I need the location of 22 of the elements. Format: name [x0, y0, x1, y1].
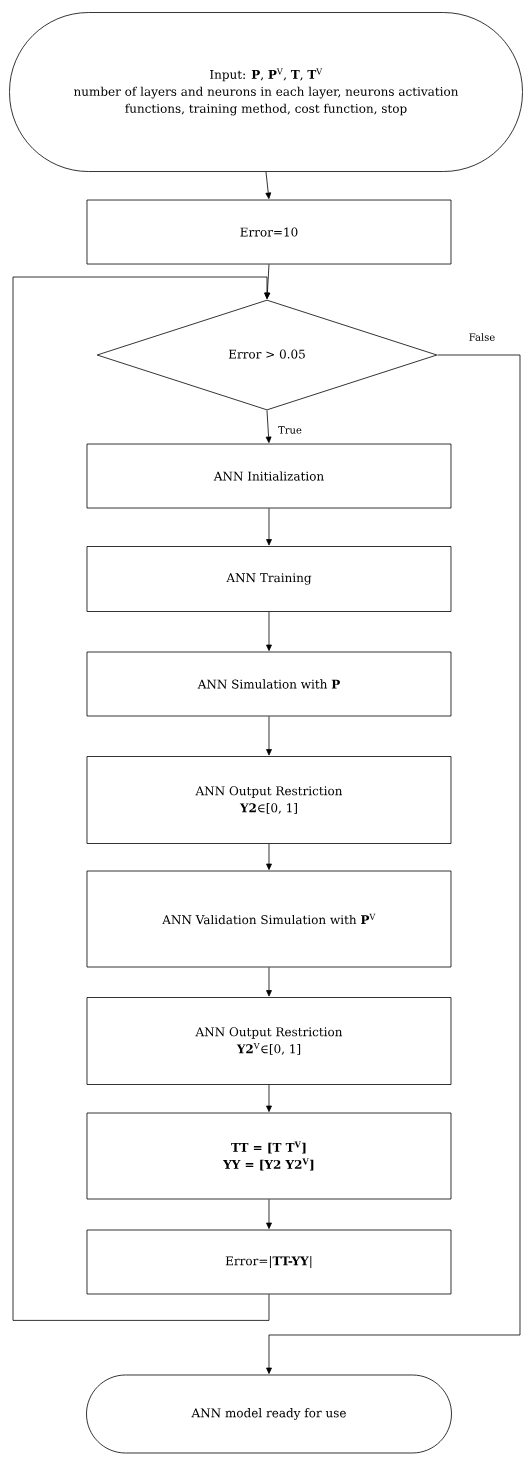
arrow [266, 1199, 272, 1229]
process-box: ANN Simulation with P [86, 651, 452, 717]
arrow [265, 171, 272, 199]
arrow [266, 967, 272, 997]
arrow [266, 1084, 272, 1112]
arrow [266, 354, 521, 1374]
process-box: ANN Training [86, 546, 452, 612]
process-box: ANN Validation Simulation with P$^{V}$ [86, 870, 452, 968]
arrow [266, 611, 272, 651]
process-box: ANN Output Restriction Y2$^{V}$∈[0, 1] [86, 997, 452, 1085]
arrow [266, 508, 272, 546]
arrow [266, 843, 272, 870]
arrow [265, 410, 272, 443]
edge-label: True [278, 426, 302, 434]
arrow [266, 716, 272, 756]
process-box: ANN Initialization [86, 443, 452, 509]
process-box: ANN Output Restriction Y2∈[0, 1] [86, 756, 452, 844]
arrow [12, 276, 270, 1321]
edge-label: False [469, 333, 495, 341]
process-box: Error=10 [86, 199, 452, 265]
process-box: TT = [T T$^{V}$] YY = [Y2 Y2$^{V}$] [86, 1112, 452, 1200]
process-box: Error=|TT-YY| [86, 1229, 452, 1295]
